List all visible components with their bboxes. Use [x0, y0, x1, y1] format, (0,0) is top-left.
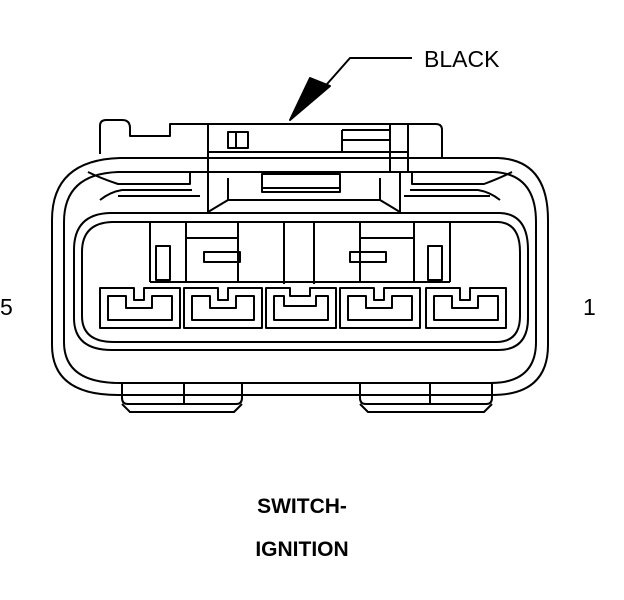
cavity-4 — [183, 287, 263, 329]
callout-leader — [289, 57, 412, 121]
connector-mid-shell — [63, 171, 537, 384]
latch-ramp — [207, 172, 401, 213]
connector-inner-face — [73, 212, 529, 351]
connector-inner-face-rim — [81, 221, 521, 343]
cavity-1 — [425, 287, 507, 329]
component-caption-line2: IGNITION — [255, 538, 349, 561]
cavity-5 — [99, 287, 181, 329]
keying-features — [149, 222, 451, 284]
color-label: BLACK — [424, 46, 500, 72]
lock-tab — [87, 119, 513, 201]
terminal-cavities — [99, 287, 507, 329]
bottom-feet — [121, 383, 493, 413]
pin-number-left: 5 — [0, 294, 13, 320]
connector-outer-shell — [51, 157, 549, 396]
cavity-3 — [265, 287, 337, 329]
component-caption-line1: SWITCH- — [257, 495, 347, 518]
cavity-2 — [339, 287, 421, 329]
pin-number-right: 1 — [583, 294, 596, 320]
